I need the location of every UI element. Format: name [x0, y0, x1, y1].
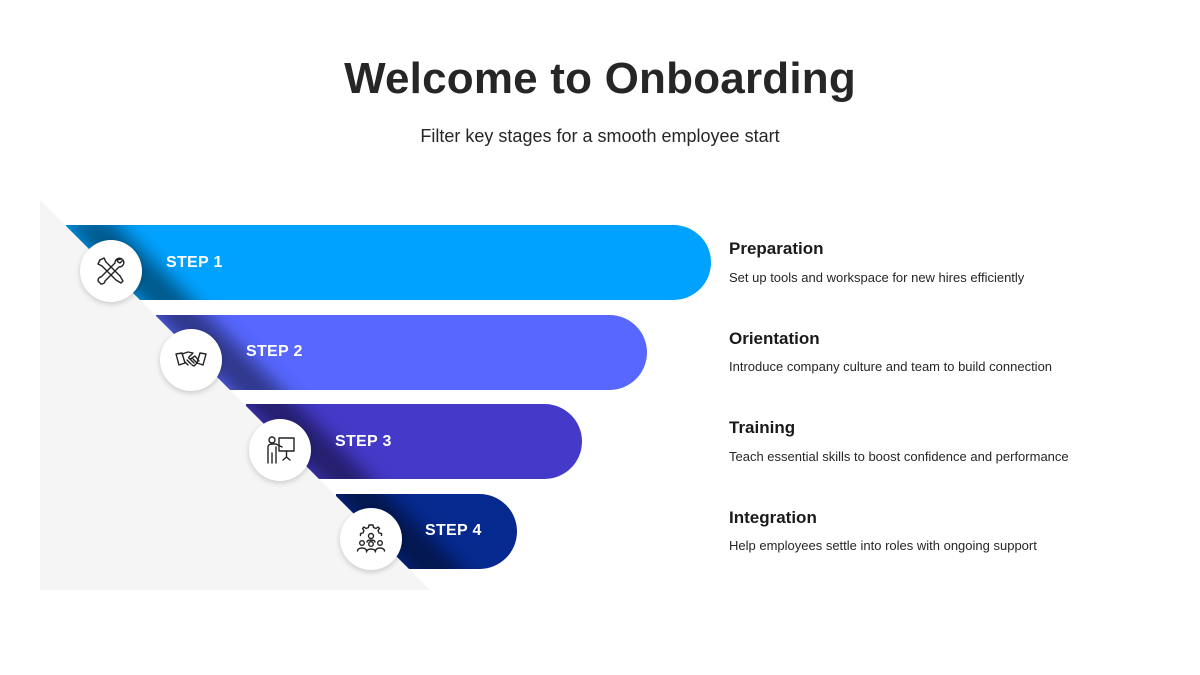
- step-1-label: STEP 1: [166, 254, 223, 271]
- step-3-description: Teach essential skills to boost confiden…: [729, 449, 1069, 464]
- step-1-description: Set up tools and workspace for new hires…: [729, 270, 1025, 285]
- page-subtitle: Filter key stages for a smooth employee …: [420, 126, 780, 146]
- step-3-heading: Training: [729, 418, 796, 437]
- step-4-heading: Integration: [729, 508, 817, 527]
- step-1-heading: Preparation: [729, 239, 824, 258]
- step-2-description: Introduce company culture and team to bu…: [729, 359, 1053, 374]
- step-1-bar: [66, 225, 711, 300]
- tools-icon: [97, 257, 125, 285]
- page-title: Welcome to Onboarding: [344, 54, 856, 103]
- step-3-icon-circle: [249, 419, 311, 481]
- step-2-bar: [156, 315, 647, 390]
- step-4-icon-circle: [340, 508, 402, 570]
- presentation-icon: [267, 436, 295, 464]
- step-2-label: STEP 2: [246, 343, 303, 360]
- step-4-description: Help employees settle into roles with on…: [729, 538, 1037, 553]
- step-1-icon-circle: [80, 240, 142, 302]
- step-2-icon-circle: [160, 329, 222, 391]
- step-2-heading: Orientation: [729, 329, 820, 348]
- handshake-icon: [175, 351, 207, 367]
- team-gear-icon: [356, 524, 386, 553]
- step-4-label: STEP 4: [425, 522, 482, 539]
- step-3-label: STEP 3: [335, 433, 392, 450]
